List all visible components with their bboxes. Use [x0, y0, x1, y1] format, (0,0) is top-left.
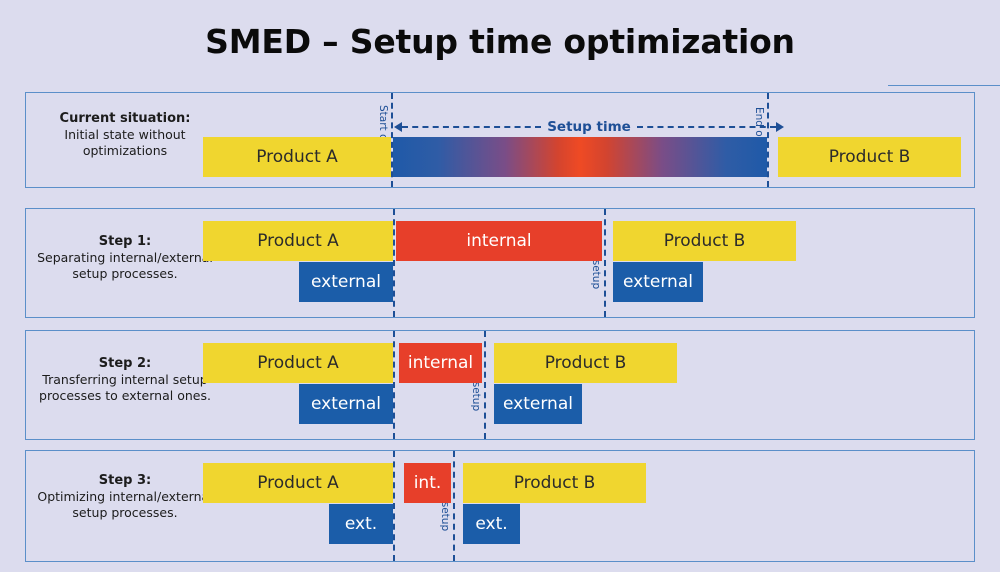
bar-internal[interactable]: int. [404, 463, 451, 503]
bar-setup-gradient[interactable] [393, 137, 767, 177]
panel-heading: Step 3: [98, 473, 152, 488]
panel-description: Transferring internal setup processes to… [39, 372, 211, 403]
panel-caption: Step 1: Separating internal/external set… [36, 234, 214, 282]
panel-border-artifact [888, 85, 1000, 93]
panel-heading: Step 2: [98, 356, 152, 371]
bar-external-a[interactable]: ext. [329, 504, 393, 544]
arrow-right-head-icon [776, 122, 784, 132]
arrow-left-head-icon [394, 122, 402, 132]
bar-internal[interactable]: internal [396, 221, 602, 261]
start-of-setup-line [391, 93, 393, 187]
setup-time-arrow: Setup time [394, 119, 784, 135]
panel-heading: Step 1: [98, 234, 152, 249]
start-of-setup-line [393, 451, 395, 561]
bar-product-a[interactable]: Product A [203, 137, 391, 177]
page-title: SMED – Setup time optimization [205, 22, 795, 61]
bar-external-b[interactable]: external [613, 262, 703, 302]
bar-external-b[interactable]: external [494, 384, 582, 424]
panel-step-1: Step 1: Separating internal/external set… [25, 208, 975, 318]
panel-caption: Current situation: Initial state without… [36, 111, 214, 159]
setup-time-label: Setup time [547, 119, 631, 135]
bar-external-a[interactable]: external [299, 262, 393, 302]
bar-product-b[interactable]: Product B [494, 343, 677, 383]
panel-current-situation: Current situation: Initial state without… [25, 85, 1000, 188]
end-of-setup-line [767, 93, 769, 187]
bar-product-a[interactable]: Product A [203, 343, 393, 383]
start-of-setup-line [393, 331, 395, 439]
panel-heading: Current situation: [59, 111, 191, 126]
bar-external-a[interactable]: external [299, 384, 393, 424]
bar-product-a[interactable]: Product A [203, 463, 393, 503]
panel-description: Separating internal/external setup proce… [37, 250, 213, 281]
panel-caption: Step 3: Optimizing internal/external set… [36, 473, 214, 521]
panel-step-2: Step 2: Transferring internal setup proc… [25, 330, 975, 440]
end-of-setup-line [453, 451, 455, 561]
panel-caption: Step 2: Transferring internal setup proc… [36, 356, 214, 404]
bar-external-b[interactable]: ext. [463, 504, 520, 544]
panel-step-3: Step 3: Optimizing internal/external set… [25, 450, 975, 562]
start-of-setup-line [393, 209, 395, 317]
end-of-setup-line [484, 331, 486, 439]
bar-internal[interactable]: internal [399, 343, 482, 383]
arrow-dashed-line-right [636, 126, 776, 128]
bar-product-b[interactable]: Product B [778, 137, 961, 177]
panel-description: Initial state without optimizations [64, 127, 186, 158]
end-of-setup-line [604, 209, 606, 317]
bar-product-a[interactable]: Product A [203, 221, 393, 261]
bar-product-b[interactable]: Product B [463, 463, 646, 503]
bar-product-b[interactable]: Product B [613, 221, 796, 261]
arrow-dashed-line-left [402, 126, 542, 128]
panel-description: Optimizing internal/external setup proce… [37, 489, 213, 520]
